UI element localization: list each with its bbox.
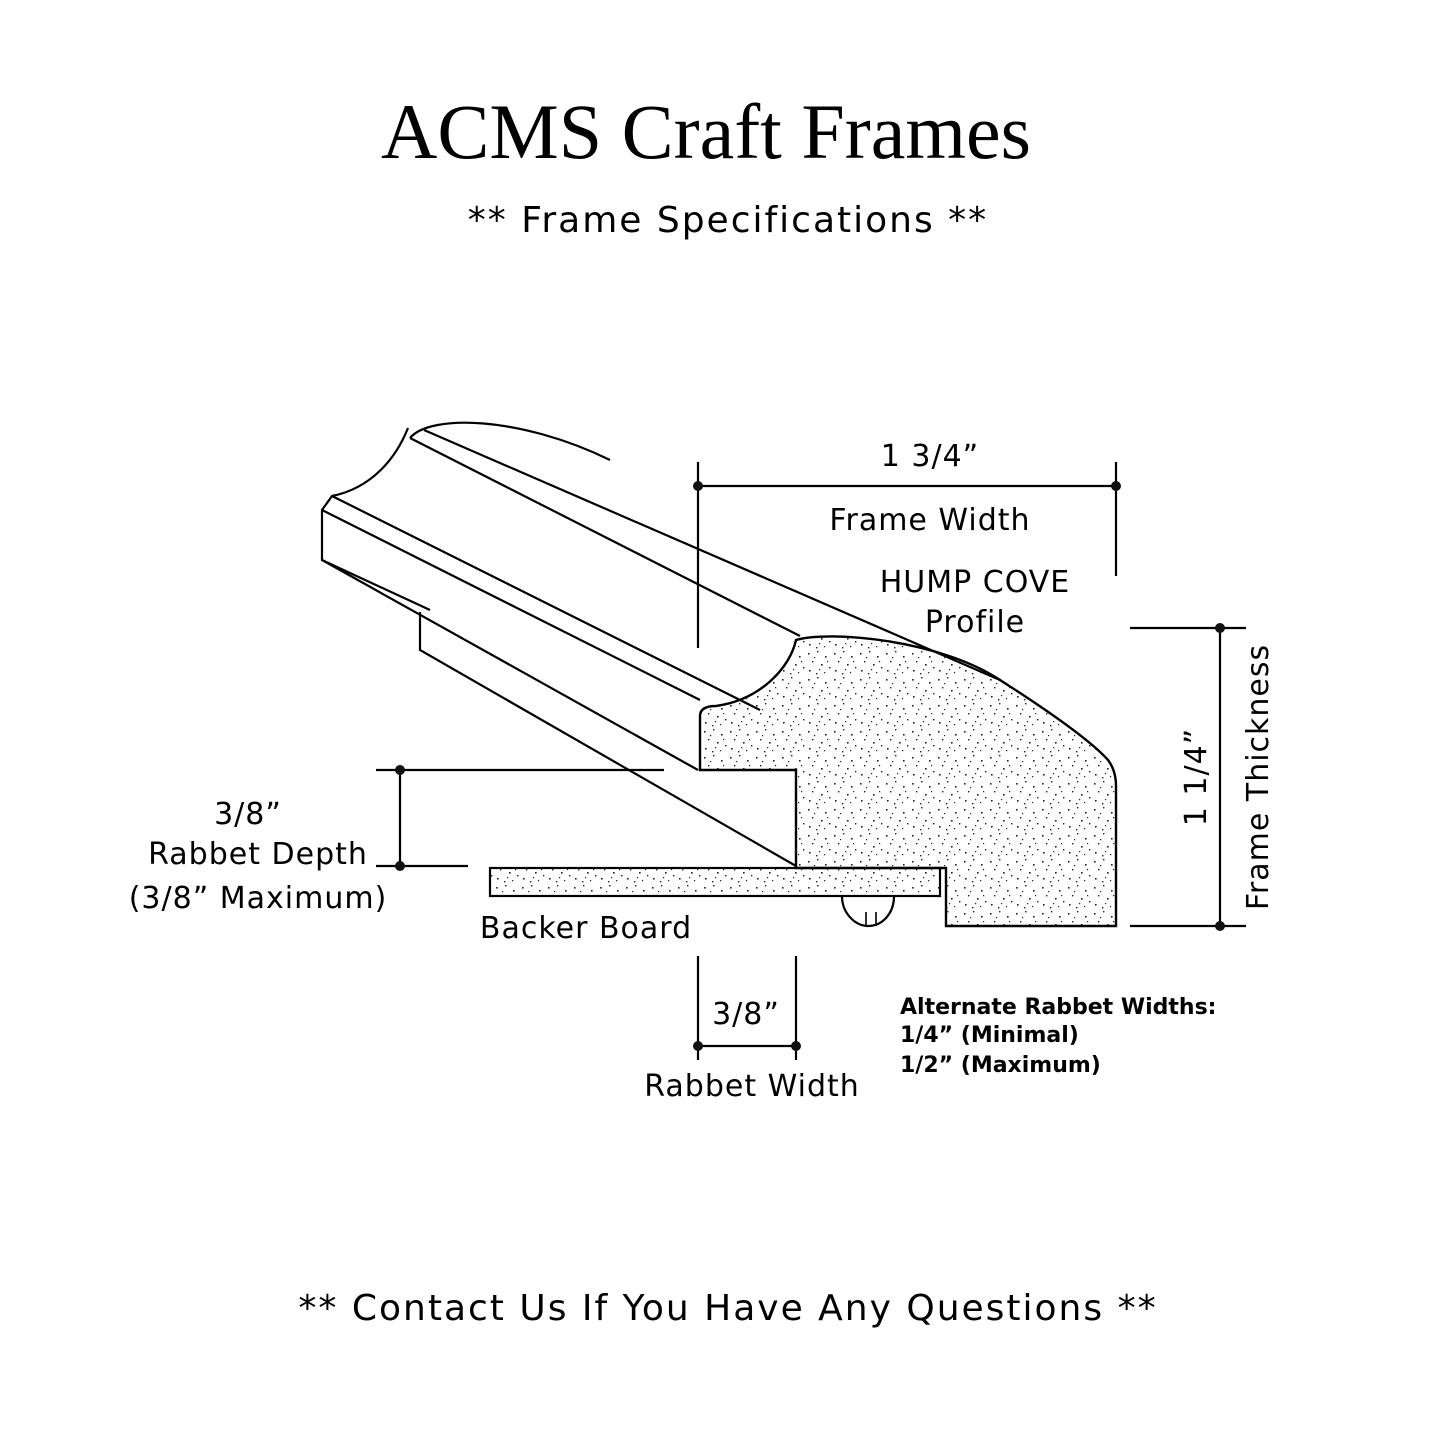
rabbet-depth-label: Rabbet Depth (148, 837, 368, 872)
rabbet-depth-note: (3/8” Maximum) (129, 881, 388, 916)
moulding-line-1 (409, 437, 801, 637)
moulding-line-5 (321, 559, 699, 771)
profile-label: Profile (925, 605, 1025, 640)
contact-footer: ** Contact Us If You Have Any Questions … (298, 1288, 1157, 1329)
rabbet-depth-value: 3/8” (214, 797, 282, 832)
alternate-rabbet-option: 1/4” (Minimal) (900, 1023, 1079, 1048)
alternate-rabbet-widths: Alternate Rabbet Widths: 1/4” (Minimal) … (900, 995, 1216, 1078)
moulding-line-2 (423, 428, 1001, 682)
fastener-slot (865, 912, 877, 926)
backer-board-label: Backer Board (480, 911, 692, 946)
frame-thickness-value: 1 1/4” (1179, 728, 1214, 826)
point-fastener (840, 895, 896, 928)
frame-width-value: 1 3/4” (881, 439, 979, 474)
page-title: ACMS Craft Frames (381, 88, 1031, 175)
profile-name: HUMP COVE (880, 565, 1071, 600)
rabbet-width-label: Rabbet Width (644, 1069, 860, 1104)
moulding-line-3 (331, 495, 761, 711)
alternate-rabbet-heading: Alternate Rabbet Widths: (900, 995, 1216, 1020)
moulding-top-curve (409, 421, 611, 461)
frame-thickness-dimension: 1 1/4” Frame Thickness (1130, 623, 1276, 931)
moulding-line-4 (321, 509, 701, 701)
backer-board-shape (488, 866, 942, 898)
frame-thickness-label: Frame Thickness (1241, 644, 1276, 910)
moulding-back-edge (320, 427, 431, 611)
rabbet-width-dimension: 3/8” Rabbet Width (644, 956, 860, 1104)
moulding-drawing (320, 421, 1001, 867)
hump-cove-cross-section (698, 635, 1118, 928)
page-subtitle: ** Frame Specifications ** (468, 200, 988, 241)
frame-width-dimension: 1 3/4” Frame Width (693, 439, 1121, 648)
rabbet-width-value: 3/8” (712, 997, 780, 1032)
frame-width-label: Frame Width (829, 503, 1030, 538)
rabbet-depth-dimension: 3/8” Rabbet Depth (3/8” Maximum) (129, 765, 664, 916)
moulding-rabbet-side (418, 612, 797, 867)
alternate-rabbet-option: 1/2” (Maximum) (900, 1053, 1101, 1078)
